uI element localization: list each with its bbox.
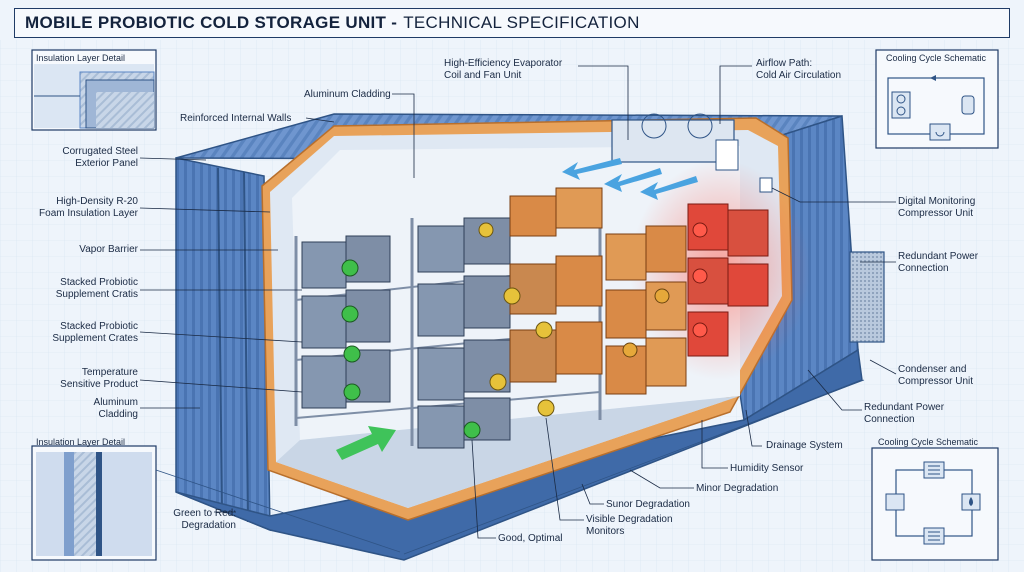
degradation-monitors <box>341 222 708 439</box>
label-evaporator: High-Efficiency Evaporator Coil and Fan … <box>444 58 563 81</box>
label-temperature-sensitive: Temperature Sensitive Product <box>60 367 138 390</box>
green-arrow <box>336 426 396 460</box>
insulation-detail-inset-top <box>31 49 157 131</box>
label-redundant-power-top: Redundant Power Connection <box>898 251 979 274</box>
label-corrugated-steel: Corrugated Steel Exterior Panel <box>62 146 138 169</box>
page-title: MOBILE PROBIOTIC COLD STORAGE UNIT - TEC… <box>14 8 1010 38</box>
label-condenser: Condenser and Compressor Unit <box>898 364 974 387</box>
condenser-unit <box>849 251 885 343</box>
label-airflow: Airflow Path: Cold Air Circulation <box>756 58 842 81</box>
inset-title-insulation-top: Insulation Layer Detail <box>36 53 126 63</box>
label-humidity: Humidity Sensor <box>730 463 804 474</box>
label-foam-insulation: High-Density R-20 Foam Insulation Layer <box>39 196 138 219</box>
label-green-to-red: Green to Red: Degradation <box>173 508 236 531</box>
label-sunor-degradation: Sunor Degradation <box>606 499 690 510</box>
title-thin: TECHNICAL SPECIFICATION <box>403 13 640 32</box>
leader-lines <box>139 65 897 539</box>
title-bold: MOBILE PROBIOTIC COLD STORAGE UNIT - <box>25 13 398 32</box>
label-aluminum-cladding-left: Aluminum Cladding <box>93 397 138 420</box>
cooling-cycle-inset-bottom <box>871 447 999 561</box>
airflow-arrows <box>336 158 698 460</box>
monitoring-device <box>759 177 773 193</box>
label-reinforced-walls: Reinforced Internal Walls <box>180 113 292 124</box>
dimension-lines <box>155 379 865 555</box>
crates-orange <box>509 187 687 395</box>
cooling-cycle-inset-top <box>875 49 999 149</box>
label-good-optimal: Good, Optimal <box>498 533 563 544</box>
label-redundant-power-bottom: Redundant Power Connection <box>864 402 945 425</box>
label-stacked-cratis: Stacked Probiotic Supplement Cratis <box>55 277 138 300</box>
label-aluminum-cladding-top: Aluminum Cladding <box>304 89 391 100</box>
label-digital-monitoring: Digital Monitoring Compressor Unit <box>898 196 976 219</box>
inset-title-cycle-bottom: Cooling Cycle Schematic <box>878 437 979 447</box>
label-visible-degradation: Visible Degradation Monitors <box>586 514 673 537</box>
inset-title-cycle-top: Cooling Cycle Schematic <box>886 53 987 63</box>
label-vapor-barrier: Vapor Barrier <box>79 244 138 255</box>
insulation-detail-inset-bottom <box>31 445 157 561</box>
label-drainage: Drainage System <box>766 440 843 451</box>
inset-title-insulation-bottom: Insulation Layer Detail <box>36 437 126 447</box>
label-minor-degradation: Minor Degradation <box>696 483 779 494</box>
crates-red <box>687 203 769 357</box>
label-stacked-crates: Stacked Probiotic Supplement Crates <box>52 321 138 344</box>
